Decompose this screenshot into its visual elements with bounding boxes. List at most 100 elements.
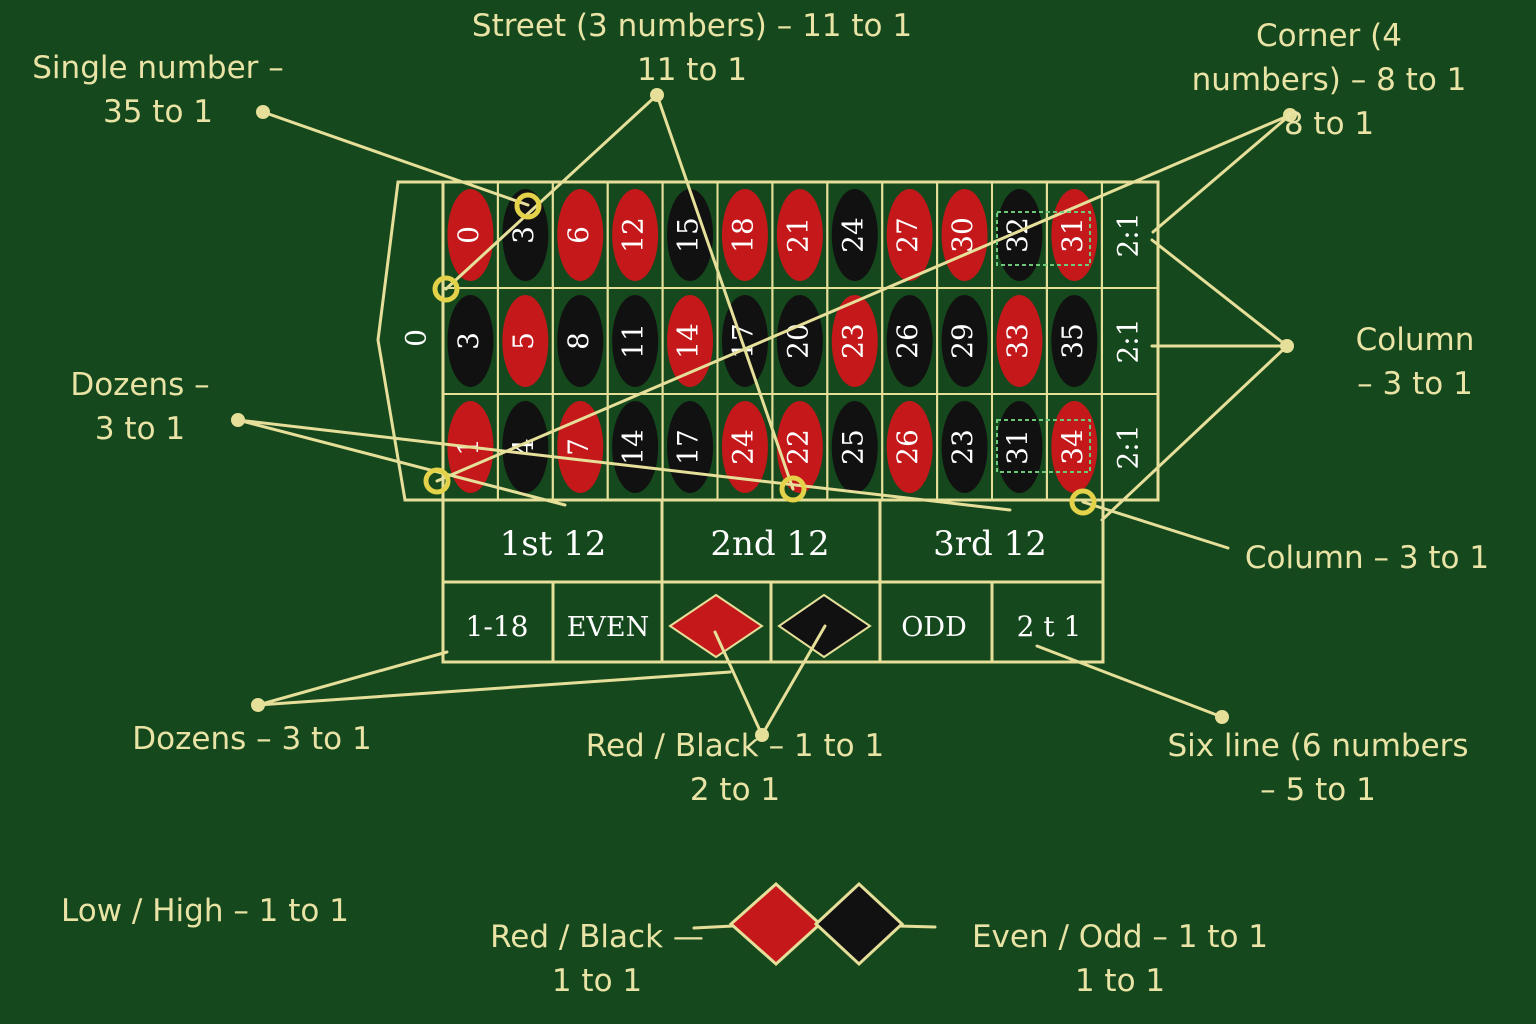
black-number-oval	[831, 189, 878, 281]
label-corner: Corner (4 numbers) – 8 to 1 8 to 1	[1191, 18, 1467, 142]
black-number-oval	[1051, 295, 1098, 387]
number-cell-label: 7	[562, 438, 595, 456]
red-number-oval	[776, 189, 823, 281]
black-number-oval	[886, 295, 933, 387]
number-cell[interactable]: 5	[496, 287, 554, 395]
number-cell[interactable]: 14	[661, 287, 719, 395]
label-column-bottom: Column – 3 to 1	[1244, 540, 1490, 576]
red-number-oval	[776, 401, 823, 493]
number-cell-label: 23	[946, 429, 979, 465]
red-number-oval	[831, 295, 878, 387]
label-six-line: Six line (6 numbers – 5 to 1	[1167, 728, 1469, 808]
black-number-oval	[557, 295, 604, 387]
number-cell-label: 32	[1001, 217, 1034, 253]
number-cell[interactable]: 4	[496, 393, 554, 501]
column-bet-label: 2:1	[1112, 318, 1145, 363]
number-cell[interactable]: 27	[881, 181, 939, 289]
number-cell[interactable]: 26	[881, 287, 939, 395]
two-to-one-bet[interactable]: 2 t 1	[1017, 610, 1082, 643]
label-column-right: Column – 3 to 1	[1355, 322, 1475, 402]
number-cell-label: 17	[672, 429, 705, 465]
number-cell[interactable]: 8	[551, 287, 609, 395]
corner-bet-highlights	[996, 211, 1091, 473]
black-number-oval	[667, 189, 714, 281]
number-cell[interactable]: 26	[881, 393, 939, 501]
black-number-oval	[612, 295, 659, 387]
red-number-oval	[996, 295, 1043, 387]
low-bet-1-18[interactable]: 1-18	[466, 610, 529, 643]
label-street: Street (3 numbers) – 11 to 1 11 to 1	[471, 8, 913, 88]
number-cell-label: 23	[836, 323, 869, 359]
number-cell-label: 6	[562, 226, 595, 244]
black-number-oval	[941, 295, 988, 387]
label-low-high: Low / High – 1 to 1	[61, 893, 349, 929]
black-number-oval	[831, 401, 878, 493]
number-cell-label: 3	[507, 226, 540, 244]
chip-markers	[423, 192, 1097, 516]
marker-corner	[423, 467, 451, 495]
number-cell-label: 0	[452, 226, 485, 244]
number-cell-label: 34	[1056, 429, 1089, 465]
red-number-oval	[721, 401, 768, 493]
black-number-oval	[996, 401, 1043, 493]
number-cell-label: 12	[617, 217, 650, 253]
number-cell[interactable]: 34	[1045, 393, 1103, 501]
number-cell[interactable]: 21	[771, 181, 829, 289]
number-cell[interactable]: 23	[826, 287, 884, 395]
number-cell-label: 25	[836, 429, 869, 465]
red-number-oval	[557, 189, 604, 281]
number-cell-label: 30	[946, 217, 979, 253]
dozen-3rd-12[interactable]: 3rd 12	[933, 524, 1047, 564]
even-bet[interactable]: EVEN	[567, 612, 650, 643]
number-cell-label: 8	[562, 332, 595, 350]
red-number-oval	[612, 189, 659, 281]
dozen-1st-12[interactable]: 1st 12	[500, 524, 607, 564]
number-cell-label: 26	[891, 323, 924, 359]
label-even-odd-legend: Even / Odd – 1 to 1 1 to 1	[971, 919, 1269, 999]
black-number-oval	[941, 401, 988, 493]
column-bets: 2:12:12:1	[1101, 181, 1159, 501]
dozen-2nd-12[interactable]: 2nd 12	[710, 524, 829, 564]
number-cell-label: 18	[726, 217, 759, 253]
number-cell-label: 24	[836, 217, 869, 253]
red-number-oval	[502, 295, 549, 387]
label-single-number: Single number – 35 to 1	[32, 50, 284, 130]
marker-column	[1069, 488, 1097, 516]
black-number-oval	[776, 295, 823, 387]
black-number-oval	[447, 295, 494, 387]
number-cell-label: 3	[452, 332, 485, 350]
marker-single	[514, 192, 542, 220]
number-cell[interactable]: 22	[771, 393, 829, 501]
label-red-black-legend: Red / Black — 1 to 1	[490, 919, 704, 999]
black-number-oval	[612, 401, 659, 493]
number-cell-label: 14	[617, 429, 650, 465]
zero-cell-label[interactable]: 0	[400, 329, 433, 347]
number-cell-label: 5	[507, 332, 540, 350]
number-cell[interactable]: 0	[442, 181, 499, 289]
red-number-oval	[886, 401, 933, 493]
number-cell-label: 14	[672, 323, 705, 359]
column-bet-cell[interactable]	[1101, 393, 1159, 501]
number-cell-label: 33	[1001, 323, 1034, 359]
legend-black-diamond	[813, 881, 905, 967]
number-cell[interactable]: 23	[936, 393, 993, 501]
number-cell[interactable]: 25	[826, 393, 884, 501]
odd-bet[interactable]: ODD	[901, 612, 966, 643]
number-cell[interactable]: 11	[606, 287, 664, 395]
number-cell-label: 24	[726, 429, 759, 465]
number-cell-label: 29	[946, 323, 979, 359]
red-number-oval	[721, 189, 768, 281]
marker-street	[432, 275, 460, 303]
red-diamond-bet[interactable]	[668, 593, 764, 659]
red-number-oval	[447, 189, 494, 281]
red-number-oval	[1051, 401, 1098, 493]
number-cell-label: 31	[1056, 217, 1089, 253]
number-cell[interactable]: 33	[991, 287, 1048, 395]
column-bet-label: 2:1	[1112, 212, 1145, 257]
label-red-black-mid: Red / Black – 1 to 1 2 to 1	[585, 728, 885, 808]
number-cell-label: 27	[891, 217, 924, 253]
number-cell-label: 11	[617, 323, 650, 359]
number-cell[interactable]: 18	[716, 181, 774, 289]
